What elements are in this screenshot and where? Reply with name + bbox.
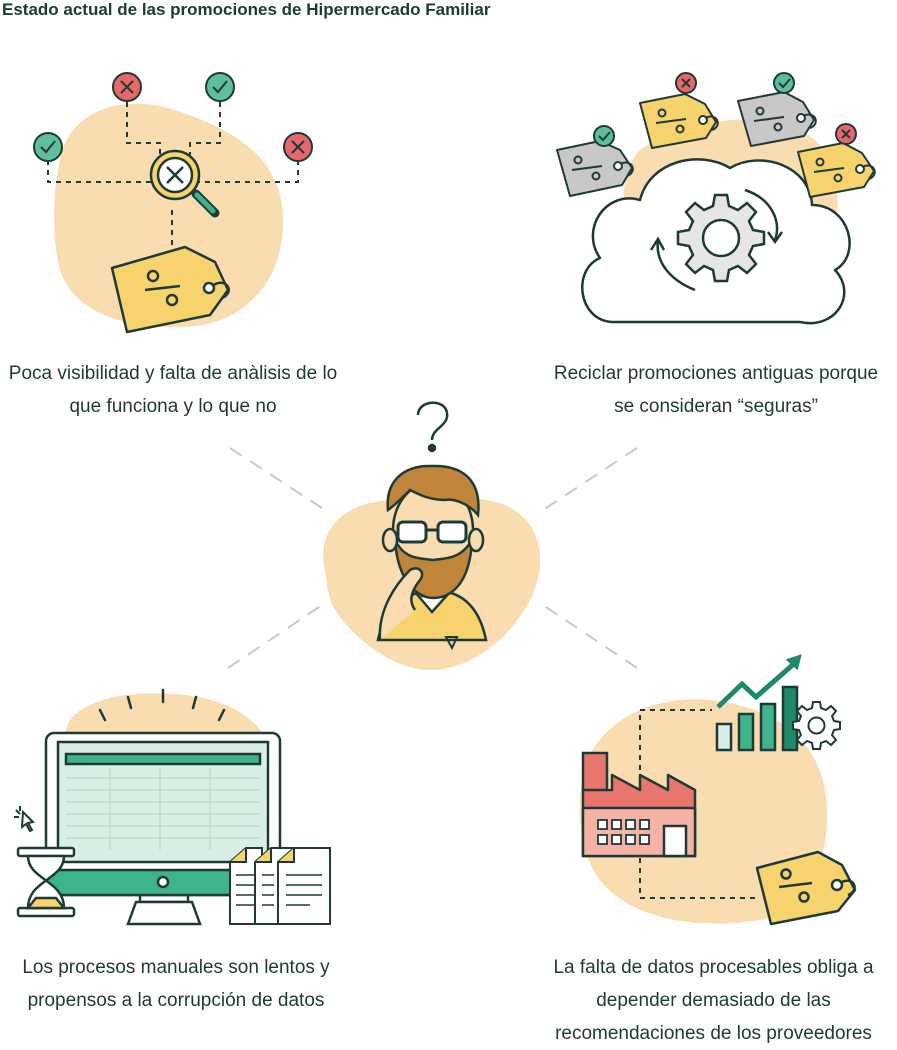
gear-icon bbox=[676, 193, 766, 283]
factory-icon bbox=[581, 751, 697, 858]
connector-lines bbox=[227, 447, 638, 669]
price-tag-icon bbox=[639, 93, 719, 149]
question-mark-icon bbox=[416, 401, 449, 453]
check-icon bbox=[33, 132, 63, 162]
caption-manual-processes: Los procesos manuales son lentos y prope… bbox=[22, 957, 330, 1011]
magnifier-icon bbox=[149, 149, 220, 218]
thinking-man-illustration bbox=[323, 401, 541, 671]
visibility-illustration bbox=[33, 72, 313, 334]
price-tag-icon bbox=[797, 142, 876, 198]
check-icon bbox=[773, 72, 795, 94]
blob-top-left bbox=[54, 103, 284, 328]
cross-icon bbox=[835, 123, 857, 145]
recycle-illustration bbox=[556, 72, 876, 325]
caption-recycle-promotions: Reciclar promociones antiguas porque se … bbox=[553, 363, 879, 417]
price-tag-icon bbox=[556, 140, 634, 197]
gear-icon bbox=[792, 701, 841, 750]
cross-icon bbox=[112, 72, 142, 102]
price-tag-icon bbox=[110, 245, 230, 334]
cross-icon bbox=[283, 132, 313, 162]
page-title: Estado actual de las promociones de Hipe… bbox=[2, 0, 491, 19]
cross-icon bbox=[675, 72, 697, 94]
price-tag-icon bbox=[737, 91, 817, 147]
monitor-icon bbox=[44, 731, 282, 926]
check-icon bbox=[205, 72, 235, 102]
check-icon bbox=[593, 125, 615, 147]
caption-visibility: Poca visibilidad y falta de anàlisis de … bbox=[8, 363, 338, 417]
supplier-dependence-illustration bbox=[579, 654, 857, 926]
caption-supplier-dependence: La falta de datos procesables obliga a d… bbox=[553, 957, 874, 1044]
manual-process-illustration bbox=[14, 688, 331, 926]
hourglass-icon bbox=[16, 846, 76, 918]
price-tag-icon bbox=[755, 850, 857, 926]
trend-arrow-icon bbox=[715, 654, 802, 752]
document-icon bbox=[229, 847, 331, 925]
